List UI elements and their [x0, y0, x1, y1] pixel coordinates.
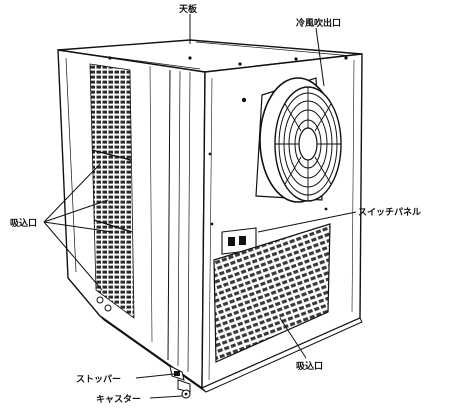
- caster: [96, 296, 191, 399]
- label-switch-panel: スイッチパネル: [358, 206, 421, 218]
- cold-air-outlet-fan: [255, 77, 342, 203]
- stopper: [169, 365, 185, 381]
- panel-screws: [108, 56, 348, 226]
- leader-lines: [43, 14, 357, 399]
- label-top-panel: 天板: [179, 3, 198, 15]
- front-intake-grille: [213, 223, 331, 363]
- label-caster: キャスター: [96, 393, 141, 405]
- label-intake-front: 吸込口: [296, 360, 323, 372]
- label-intake-left: 吸込口: [10, 217, 37, 229]
- label-cold-air-outlet: 冷風吹出口: [296, 17, 341, 29]
- label-stopper: ストッパー: [76, 373, 121, 385]
- left-intake-grille: [89, 63, 135, 319]
